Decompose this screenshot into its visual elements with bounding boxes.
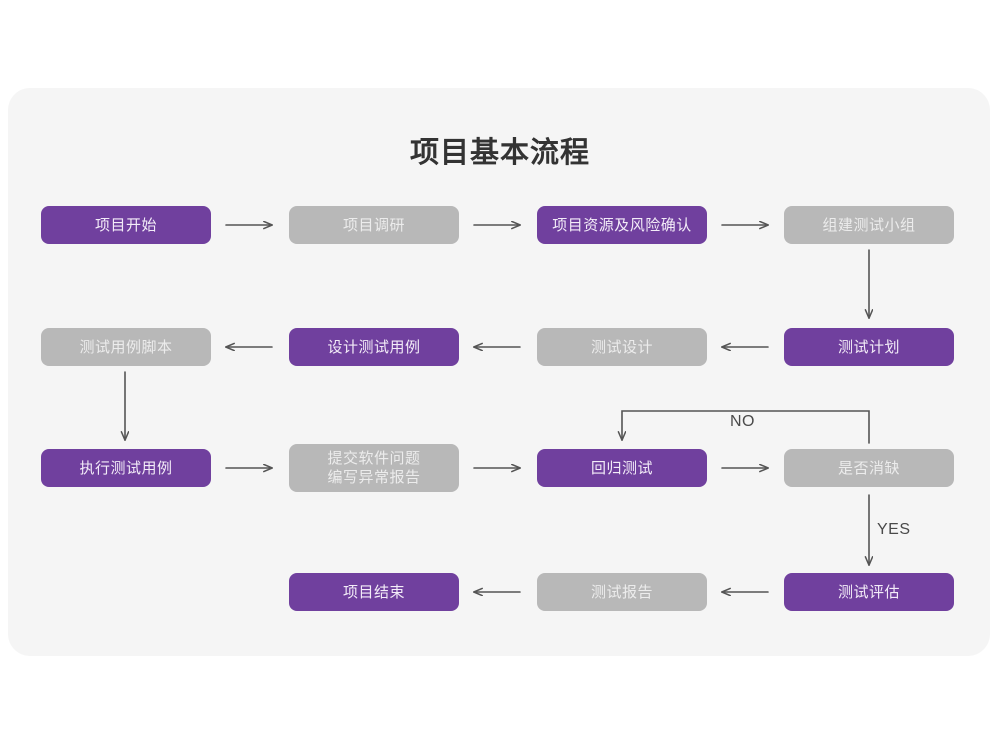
node-test-case-script[interactable]: 测试用例脚本	[41, 328, 211, 366]
diagram-panel	[8, 88, 990, 656]
node-resource-risk-confirm[interactable]: 项目资源及风险确认	[537, 206, 707, 244]
node-test-plan[interactable]: 测试计划	[784, 328, 954, 366]
node-build-test-team[interactable]: 组建测试小组	[784, 206, 954, 244]
node-project-start[interactable]: 项目开始	[41, 206, 211, 244]
node-test-report[interactable]: 测试报告	[537, 573, 707, 611]
edge-label-yes: YES	[877, 521, 911, 538]
node-project-research[interactable]: 项目调研	[289, 206, 459, 244]
page-title: 项目基本流程	[409, 137, 590, 169]
node-execute-test-case[interactable]: 执行测试用例	[41, 449, 211, 487]
edge-label-no: NO	[730, 413, 755, 430]
node-project-end[interactable]: 项目结束	[289, 573, 459, 611]
node-regression-test[interactable]: 回归测试	[537, 449, 707, 487]
node-test-evaluation[interactable]: 测试评估	[784, 573, 954, 611]
node-design-test-case[interactable]: 设计测试用例	[289, 328, 459, 366]
node-test-design[interactable]: 测试设计	[537, 328, 707, 366]
node-defect-resolved[interactable]: 是否消缺	[784, 449, 954, 487]
node-submit-issue-report[interactable]: 提交软件问题 编写异常报告	[289, 444, 459, 492]
